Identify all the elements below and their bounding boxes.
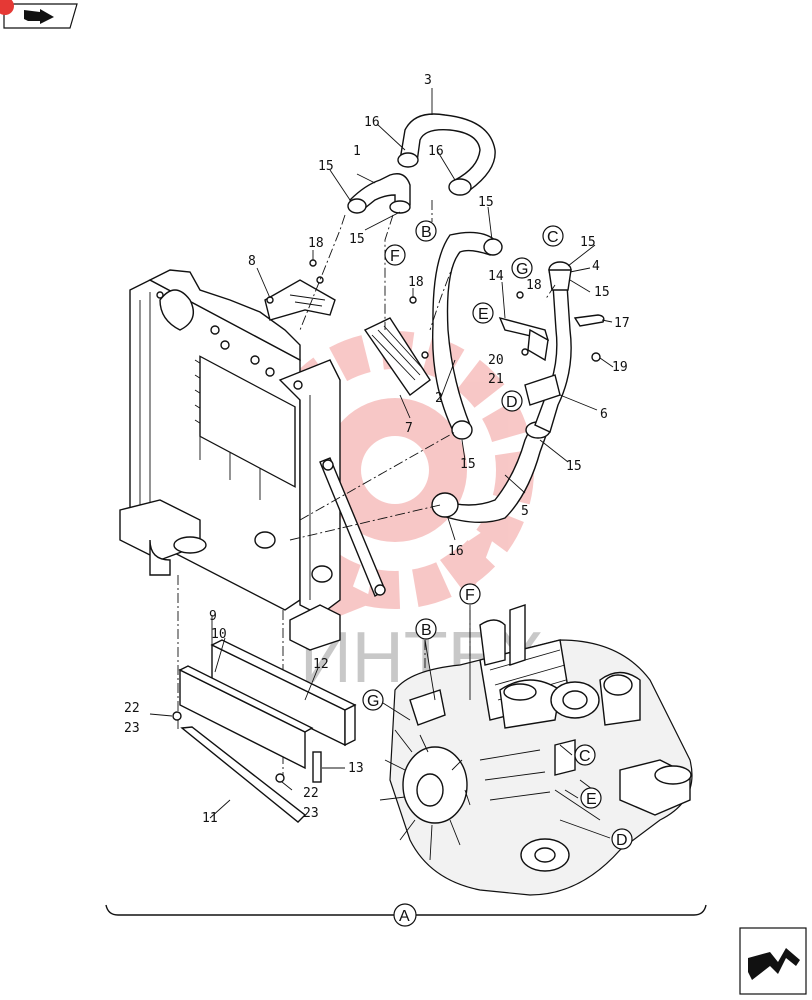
- ref-b-lower: B: [415, 618, 437, 640]
- callout-3: 3: [424, 73, 432, 88]
- callout-16a: 16: [364, 115, 380, 130]
- ref-b-upper: B: [415, 220, 437, 242]
- svg-text:E: E: [586, 791, 597, 808]
- callout-15a: 15: [318, 159, 334, 174]
- svg-text:E: E: [478, 306, 489, 323]
- ref-f-lower: F: [459, 583, 481, 605]
- svg-text:B: B: [421, 224, 432, 241]
- ref-letters: B F G C E D F B: [362, 220, 633, 927]
- page-prev-icon: [24, 9, 54, 24]
- svg-text:D: D: [506, 394, 518, 411]
- callout-18a: 18: [308, 236, 324, 251]
- callout-19: 19: [612, 360, 628, 375]
- bracket-a-line: [105, 904, 707, 916]
- bracket-8: [264, 259, 336, 321]
- hose-2: [431, 231, 503, 440]
- svg-text:G: G: [367, 693, 379, 710]
- hose-1: [347, 173, 411, 214]
- callout-14: 14: [488, 269, 504, 284]
- ref-a: A: [393, 903, 417, 927]
- svg-text:C: C: [547, 229, 559, 246]
- callout-23a: 23: [124, 721, 140, 736]
- ref-f-upper: F: [384, 244, 406, 266]
- ref-e-lower: E: [580, 787, 602, 809]
- svg-text:A: A: [399, 908, 410, 925]
- callout-2: 2: [435, 391, 443, 406]
- bracket-14: [498, 291, 550, 362]
- callout-1: 1: [353, 144, 361, 159]
- ref-c-lower: C: [574, 744, 596, 766]
- next-page-button[interactable]: [739, 927, 807, 995]
- callout-15f: 15: [460, 457, 476, 472]
- callout-5: 5: [521, 504, 529, 519]
- svg-text:D: D: [616, 832, 628, 849]
- engine-leaders: [382, 605, 611, 839]
- ref-g-upper: G: [511, 257, 533, 279]
- seal-set: [149, 615, 357, 823]
- callout-7: 7: [405, 421, 413, 436]
- callout-15d: 15: [580, 235, 596, 250]
- callout-17: 17: [614, 316, 630, 331]
- callout-15g: 15: [566, 459, 582, 474]
- svg-text:F: F: [390, 248, 400, 265]
- svg-text:C: C: [579, 748, 591, 765]
- callout-18c: 18: [526, 278, 542, 293]
- callout-numbers: 3 16 16 1 15 15 15 18 8 18 15 4 15 14 18…: [124, 73, 630, 826]
- callout-20: 20: [488, 353, 504, 368]
- callout-18b: 18: [408, 275, 424, 290]
- page-next-icon: [748, 948, 800, 980]
- hose-3: [397, 113, 496, 196]
- ref-c-upper: C: [542, 225, 564, 247]
- callout-10: 10: [211, 627, 227, 642]
- ref-d-upper: D: [501, 390, 523, 412]
- callout-4: 4: [592, 259, 600, 274]
- radiator-assembly: [119, 269, 386, 651]
- leader-lines: [177, 88, 614, 775]
- svg-text:F: F: [465, 587, 475, 604]
- callout-15e: 15: [594, 285, 610, 300]
- callout-21: 21: [488, 372, 504, 387]
- clip-17: [573, 314, 605, 327]
- callout-22a: 22: [124, 701, 140, 716]
- bracket-d: [521, 348, 601, 406]
- callout-8: 8: [248, 254, 256, 269]
- svg-text:B: B: [421, 622, 432, 639]
- callout-12: 12: [313, 657, 329, 672]
- callout-23b: 23: [303, 806, 319, 821]
- callout-16c: 16: [448, 544, 464, 559]
- callout-22b: 22: [303, 786, 319, 801]
- ref-d-lower: D: [611, 828, 633, 850]
- prev-page-button[interactable]: [0, 0, 78, 29]
- ref-g-lower: G: [362, 689, 384, 711]
- callout-15b: 15: [349, 232, 365, 247]
- callout-11: 11: [202, 811, 218, 826]
- cover-7: [363, 296, 431, 396]
- callout-6: 6: [600, 407, 608, 422]
- callout-15c: 15: [478, 195, 494, 210]
- svg-text:G: G: [516, 261, 528, 278]
- callout-16b: 16: [428, 144, 444, 159]
- ref-e-upper: E: [472, 302, 494, 324]
- callout-9: 9: [209, 609, 217, 624]
- callout-13: 13: [348, 761, 364, 776]
